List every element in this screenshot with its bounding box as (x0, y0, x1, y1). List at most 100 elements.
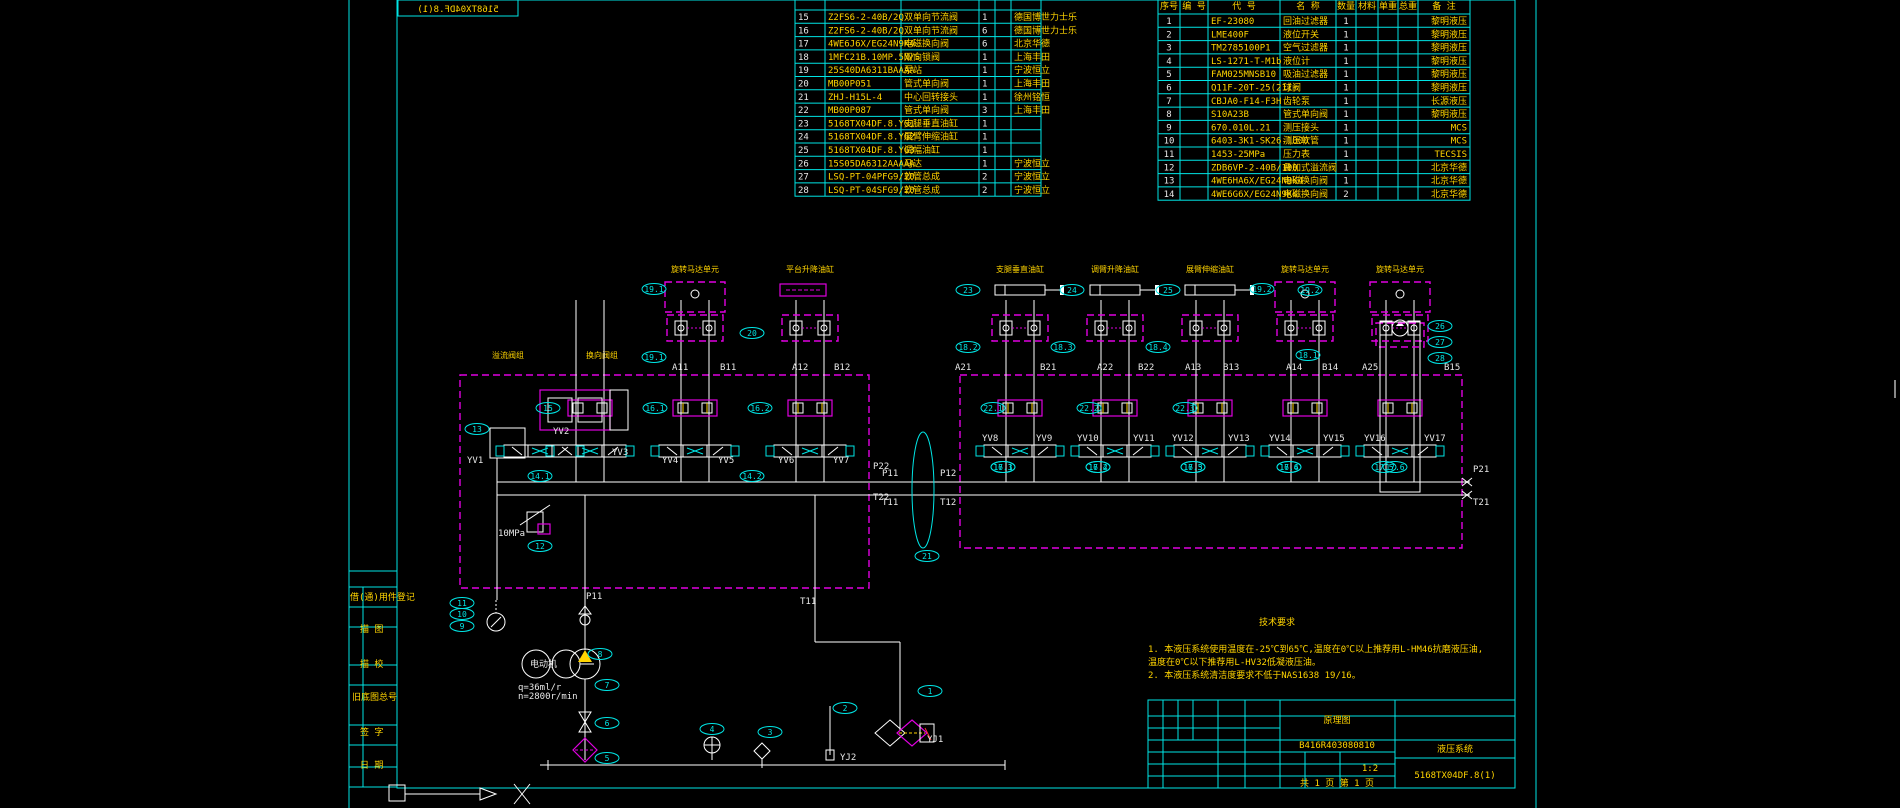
svg-text:18.4: 18.4 (1148, 343, 1167, 352)
table-left-cell: 双单向节流阀 (904, 11, 958, 23)
port-label: P11 (882, 469, 898, 479)
table-right-cell: 液位计 (1283, 55, 1310, 67)
table-right-cell: 黎明液压 (1431, 42, 1467, 54)
solenoid-label: YV1 (467, 456, 483, 466)
pilot-valve (489, 427, 526, 459)
table-left-cell: 15 (798, 13, 809, 23)
part-balloon: 22.2 (1076, 402, 1102, 414)
svg-text:22.2: 22.2 (1079, 404, 1098, 413)
strip-label-5: 日 期 (360, 760, 383, 771)
svg-text:20: 20 (747, 329, 757, 338)
table-left-cell: 3 (982, 106, 987, 116)
table-right-cell: 10 (1164, 137, 1175, 147)
part-balloon: 18.1 (1295, 349, 1321, 361)
table-left-cell: 展臂伸缩油缸 (904, 131, 958, 143)
directional-valve (1070, 444, 1160, 458)
solenoid-label: YV11 (1133, 434, 1155, 444)
hydraulic-cylinder (994, 284, 1064, 296)
table-right-cell: 3 (1166, 44, 1171, 54)
directional-valve (495, 444, 585, 458)
table-right-cell: 北京华德 (1431, 175, 1467, 187)
drawing-number: B416R403080810 (1299, 741, 1375, 751)
table-left-cell: 双向锁阀 (904, 51, 940, 63)
directional-valve (1260, 444, 1350, 458)
svg-text:10: 10 (457, 610, 467, 619)
table-right-cell: S10A23B (1211, 110, 1249, 120)
svg-text:16.2: 16.2 (750, 404, 769, 413)
table-left-cell: 18 (798, 53, 809, 63)
table-right-header: 序号 (1160, 0, 1178, 12)
table-right-cell: 球阀 (1283, 82, 1301, 94)
solenoid-label: YV16 (1364, 434, 1386, 444)
tech-requirements: 技术要求 1. 本液压系统使用温度在-25℃到65℃,温度在0℃以上推荐用L-H… (1148, 616, 1483, 681)
port-label: T11 (800, 597, 816, 607)
table-left-cell: 软管总成 (904, 171, 940, 183)
actuator-title: 旋转马达单元 (1281, 264, 1329, 274)
table-right-cell: Q11F-20T-25(211) (1211, 84, 1298, 94)
table-left-cell: 21 (798, 93, 809, 103)
table-left-cell: 5168TX04DF.8.YG2 (828, 133, 915, 143)
table-left-cell: 双单向节流阀 (904, 24, 958, 36)
solenoid-label: YV2 (553, 427, 569, 437)
table-right-cell: 压力表 (1283, 148, 1310, 160)
table-right-cell: 1 (1343, 97, 1348, 107)
solenoid-label: YV13 (1228, 434, 1250, 444)
part-balloon: 3 (757, 726, 783, 738)
solenoid-label: YV10 (1077, 434, 1099, 444)
solenoid-label: YV14 (1269, 434, 1291, 444)
table-left-cell: 15S05DA6312AAAAA (828, 159, 915, 169)
svg-text:19.1: 19.1 (644, 353, 663, 362)
port-label: T22 (873, 493, 889, 503)
table-left-cell: 19 (798, 66, 809, 76)
table-left-cell: 1 (982, 93, 987, 103)
table-right-cell: LME400F (1211, 30, 1249, 40)
table-right-cell: 5 (1166, 70, 1171, 80)
table-left-cell: MB00P087 (828, 106, 871, 116)
port-label: A22 (1097, 363, 1113, 373)
actuator-title: 支腿垂直油缸 (996, 264, 1044, 274)
lock-valve (781, 314, 839, 342)
throttle-valve (787, 399, 833, 417)
table-right-header: 材料 (1358, 0, 1376, 12)
part-balloon: 17.2 (1085, 461, 1111, 473)
svg-text:3: 3 (768, 728, 773, 737)
table-right-cell: FAM025MNSB10 (1211, 70, 1276, 80)
port-label: B14 (1322, 363, 1338, 373)
solenoid-label: YV15 (1323, 434, 1345, 444)
part-balloon: 22.1 (980, 402, 1006, 414)
part-balloon: 17.1 (990, 461, 1016, 473)
table-left-cell: 管式单向阀 (904, 78, 949, 90)
part-balloon: 19.2 (1297, 284, 1323, 296)
port-label: A21 (955, 363, 971, 373)
part-balloon: 8 (587, 648, 613, 660)
table-left-cell: 德国博世力士乐 (1014, 24, 1077, 36)
table-right-cell: 1 (1343, 123, 1348, 133)
table-left-cell: 支腿垂直油缸 (904, 117, 958, 129)
svg-text:11: 11 (457, 599, 467, 608)
table-right-header: 备 注 (1432, 0, 1455, 12)
part-balloon: 19.1 (641, 283, 667, 295)
hydraulic-motor (1375, 319, 1425, 348)
port-label: B13 (1223, 363, 1239, 373)
strip-label-3: 旧底图总号 (352, 691, 397, 703)
table-left-cell: 1 (982, 119, 987, 129)
strip-label-0: 借(通)用件登记 (350, 591, 415, 603)
tech-line-2: 2. 本液压系统清洁度要求不低于NAS1638 19/16。 (1148, 669, 1361, 681)
table-right-cell: 1 (1166, 17, 1171, 27)
part-balloon: 28 (1427, 352, 1453, 364)
svg-text:2: 2 (843, 704, 848, 713)
svg-text:9: 9 (460, 622, 465, 631)
part-balloon: 16.2 (747, 402, 773, 414)
port-label: P11 (586, 592, 602, 602)
table-right-cell: 670.010L.21 (1211, 123, 1271, 133)
table-left-cell: 5168TX04DF.8.YG3 (828, 146, 915, 156)
table-left-cell: 1 (982, 66, 987, 76)
throttle-valve (1282, 399, 1328, 417)
svg-text:16.1: 16.1 (645, 404, 664, 413)
table-right-cell: 1 (1343, 150, 1348, 160)
table-left-cell: 宁波恒立 (1014, 64, 1050, 76)
part-balloon: 2 (832, 702, 858, 714)
port-label: A25 (1362, 363, 1378, 373)
